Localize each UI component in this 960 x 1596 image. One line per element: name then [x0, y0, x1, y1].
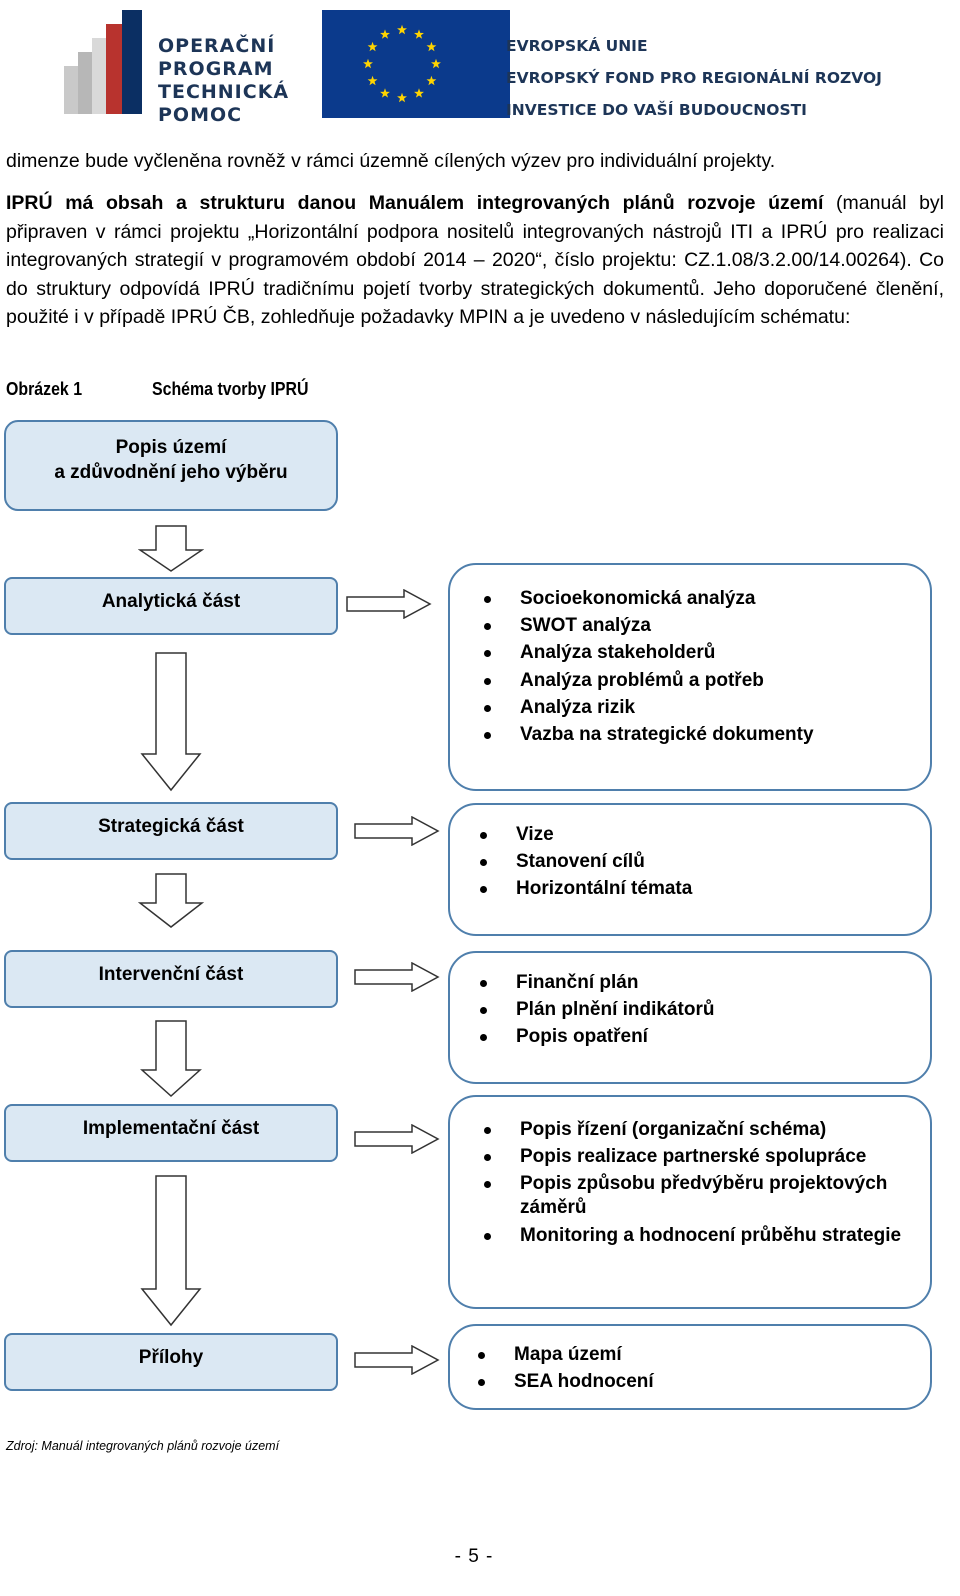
- paragraph-continuation: dimenze bude vyčleněna rovněž v rámci úz…: [6, 150, 776, 172]
- step-box-prilohy: Přílohy: [4, 1333, 338, 1391]
- intro-box-line: a zdůvodnění jeho výběru: [54, 462, 288, 483]
- op-tp-logo: OPERAČNÍ PROGRAM TECHNICKÁ POMOC: [64, 10, 288, 126]
- eu-line: INVESTICE DO VAŠÍ BUDOUCNOSTI: [506, 101, 807, 119]
- op-logo-line: POMOC: [158, 104, 243, 126]
- list-item: Popis způsobu předvýběru projektových zá…: [484, 1172, 920, 1220]
- paragraph-lead: IPRÚ má obsah a strukturu danou Manuálem…: [6, 192, 824, 214]
- list-item: Popis realizace partnerské spolupráce: [484, 1145, 920, 1169]
- eu-star-icon: [367, 75, 378, 86]
- down-arrow-icon: [140, 652, 202, 792]
- eu-star-icon: [426, 75, 437, 86]
- op-logo-line: OPERAČNÍ: [158, 35, 276, 57]
- detail-list: Mapa území SEA hodnocení: [478, 1343, 920, 1397]
- eu-star-icon: [397, 24, 407, 35]
- detail-list: Finanční plán Plán plnění indikátorů Pop…: [480, 971, 920, 1053]
- step-label: Strategická část: [98, 816, 244, 837]
- down-arrow-icon: [138, 873, 204, 928]
- list-item: Vazba na strategické dokumenty: [484, 723, 920, 747]
- right-arrow-icon: [354, 1345, 440, 1375]
- list-item: Mapa území: [478, 1343, 920, 1367]
- eu-line: EVROPSKÁ UNIE: [506, 37, 648, 55]
- detail-panel-implementacni: Popis řízení (organizační schéma) Popis …: [448, 1095, 932, 1309]
- figure-title: Schéma tvorby IPRÚ: [152, 378, 309, 399]
- page-number: - 5 -: [454, 1546, 494, 1567]
- list-item: Analýza stakeholderů: [484, 641, 920, 665]
- paragraph-body: (manuál byl připraven v rámci projektu „…: [6, 192, 945, 328]
- eu-star-icon: [367, 41, 378, 52]
- detail-panel-intervencni: Finanční plán Plán plnění indikátorů Pop…: [448, 951, 932, 1084]
- right-arrow-icon: [354, 962, 440, 992]
- eu-star-icon: [397, 92, 407, 103]
- step-label: Implementační část: [82, 1118, 260, 1139]
- op-logo-line: PROGRAM: [158, 58, 274, 80]
- down-arrow-icon: [140, 1020, 202, 1098]
- eu-flag-icon: [322, 10, 510, 118]
- down-arrow-icon: [138, 525, 204, 572]
- list-item: Finanční plán: [480, 971, 920, 995]
- list-item: Popis opatření: [480, 1025, 920, 1049]
- eu-star-icon: [380, 29, 390, 39]
- list-item: Analýza rizik: [484, 696, 920, 720]
- list-item: Stanovení cílů: [480, 850, 920, 874]
- detail-panel-prilohy: Mapa území SEA hodnocení: [448, 1324, 932, 1410]
- detail-list: Vize Stanovení cílů Horizontální témata: [480, 823, 920, 905]
- step-box-analyticka: Analytická část: [4, 577, 338, 635]
- figure-number: Obrázek 1: [6, 378, 83, 399]
- step-box-implementacni: Implementační část: [4, 1104, 338, 1162]
- figure-source: Zdroj: Manuál integrovaných plánů rozvoj…: [6, 1439, 280, 1453]
- eu-star-icon: [431, 58, 441, 69]
- list-item: Vize: [480, 823, 920, 847]
- op-logo-line: TECHNICKÁ: [158, 81, 290, 103]
- list-item: SEA hodnocení: [478, 1370, 920, 1394]
- detail-panel-analyticka: Socioekonomická analýza SWOT analýza Ana…: [448, 563, 932, 791]
- intro-box: Popis území a zdůvodnění jeho výběru: [4, 420, 338, 511]
- op-logo-text: OPERAČNÍ PROGRAM TECHNICKÁ POMOC: [158, 35, 288, 127]
- step-box-strategicka: Strategická část: [4, 802, 338, 860]
- detail-list: Popis řízení (organizační schéma) Popis …: [484, 1118, 920, 1251]
- detail-list: Socioekonomická analýza SWOT analýza Ana…: [484, 587, 920, 750]
- step-box-intervencni: Intervenční část: [4, 950, 338, 1008]
- list-item: Popis řízení (organizační schéma): [484, 1118, 920, 1142]
- step-label: Analytická část: [101, 591, 241, 612]
- right-arrow-icon: [354, 1124, 440, 1154]
- list-item: Monitoring a hodnocení průběhu strategie: [484, 1224, 920, 1248]
- detail-panel-strategicka: Vize Stanovení cílů Horizontální témata: [448, 803, 932, 936]
- eu-star-icon: [426, 41, 437, 52]
- list-item: Analýza problémů a potřeb: [484, 669, 920, 693]
- step-label: Přílohy: [138, 1347, 204, 1368]
- eu-star-icon: [380, 88, 390, 98]
- eu-line: EVROPSKÝ FOND PRO REGIONÁLNÍ ROZVOJ: [506, 69, 882, 87]
- down-arrow-icon: [140, 1175, 202, 1327]
- intro-box-line: Popis území: [115, 437, 227, 458]
- list-item: Horizontální témata: [480, 877, 920, 901]
- eu-star-icon: [414, 88, 424, 98]
- eu-star-icon: [363, 58, 373, 69]
- paragraph-ipru-structure: IPRÚ má obsah a strukturu danou Manuálem…: [6, 189, 944, 332]
- list-item: SWOT analýza: [484, 614, 920, 638]
- step-label: Intervenční část: [98, 964, 244, 985]
- op-bars-icon: [64, 10, 142, 114]
- list-item: Socioekonomická analýza: [484, 587, 920, 611]
- right-arrow-icon: [354, 816, 440, 846]
- eu-star-icon: [414, 29, 424, 39]
- right-arrow-icon: [346, 589, 432, 619]
- list-item: Plán plnění indikátorů: [480, 998, 920, 1022]
- eu-logo-text: EVROPSKÁ UNIE EVROPSKÝ FOND PRO REGIONÁL…: [506, 30, 946, 126]
